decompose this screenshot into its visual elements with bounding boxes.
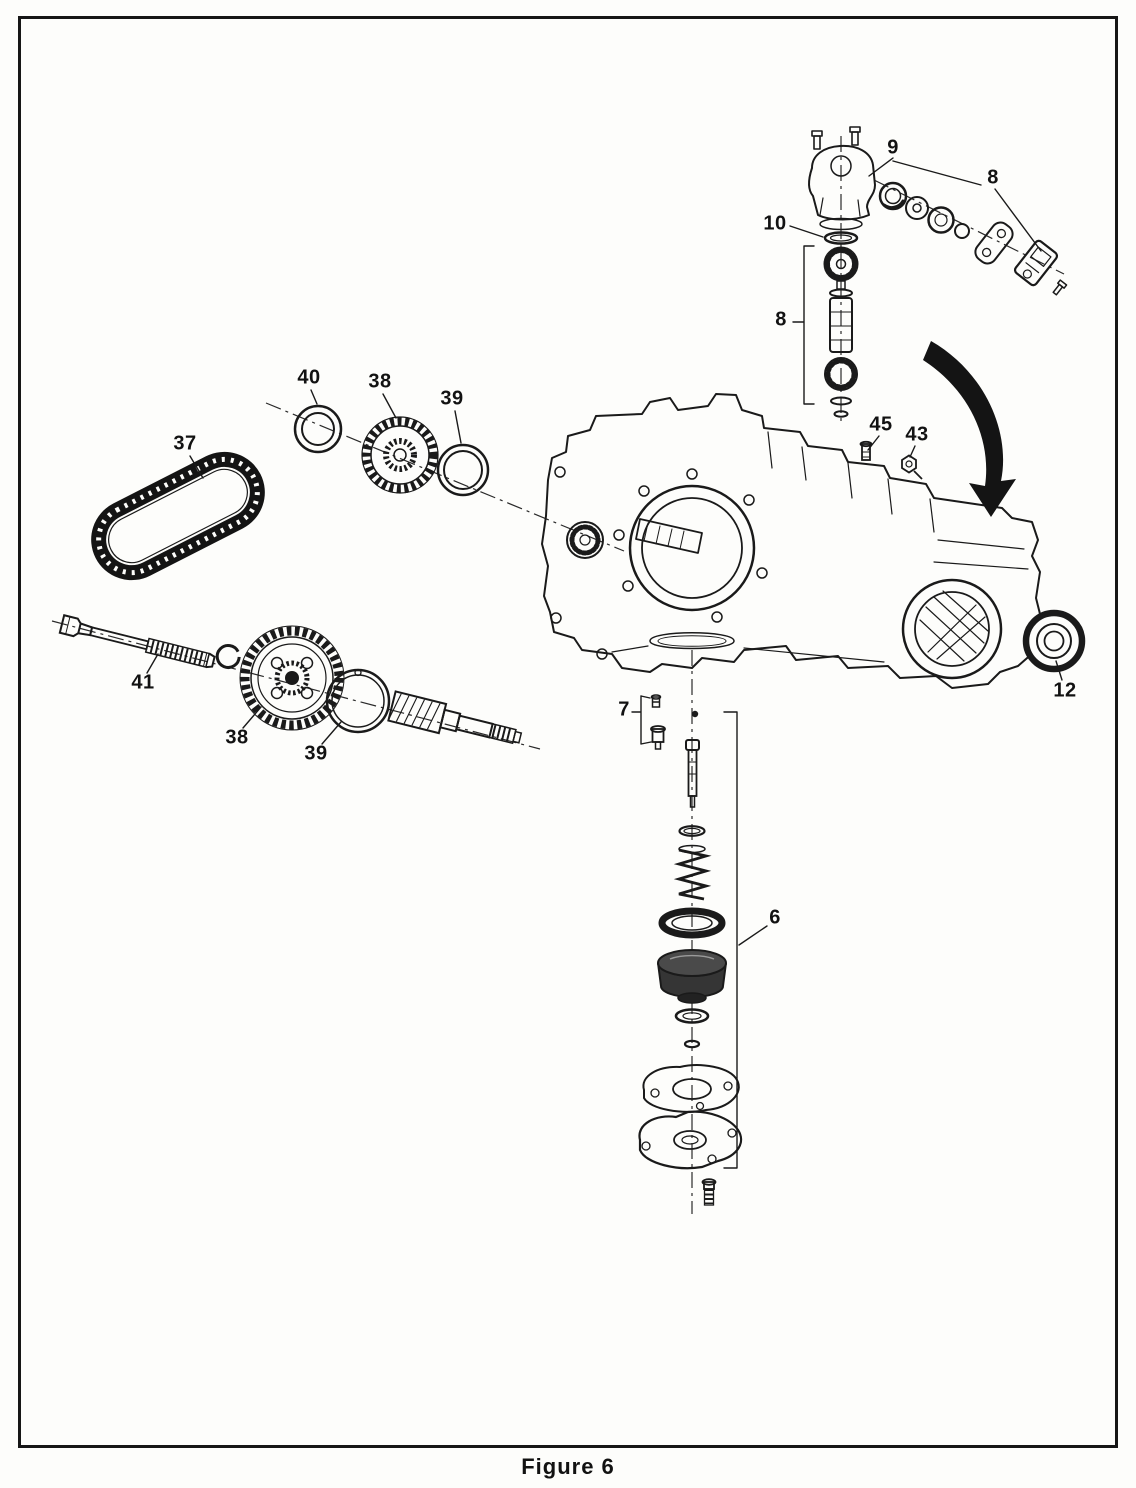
small-ring: [678, 825, 706, 837]
servo-gasket: [642, 1064, 740, 1113]
servo-washer: [674, 1008, 710, 1024]
centerlines: [51, 136, 1065, 1214]
plate-39-lower: [325, 668, 391, 734]
page-border: [18, 16, 1118, 1448]
differential-opening: [901, 578, 1003, 680]
seal-12: [1022, 609, 1086, 673]
upper-gear-group: [293, 404, 490, 497]
bell-bore: [628, 484, 756, 612]
tiny-ring: [683, 1039, 701, 1049]
input-hub: [566, 521, 604, 559]
speedo-parts-row-8: [878, 181, 1068, 296]
governor-cover-9: [808, 126, 876, 221]
small-screw: [1052, 279, 1068, 296]
cover-flange: [819, 217, 863, 231]
transaxle-case: [541, 393, 1043, 689]
sprocket-38-lower: [239, 625, 345, 731]
lower-shaft-group: [58, 614, 523, 745]
governor-gear: [823, 246, 859, 290]
servo-piston: [657, 949, 727, 1004]
servo-seal-ring: [658, 907, 726, 939]
sprocket-38-upper: [361, 416, 439, 494]
pan-opening: [649, 632, 735, 650]
servo-cover: [638, 1110, 743, 1170]
bleed-bolt-7a: [650, 694, 662, 708]
cover-bolt: [811, 130, 823, 150]
splined-stub: [635, 518, 703, 554]
gasket: [974, 221, 1014, 265]
cover-bolt: [849, 126, 861, 146]
governor-assembly: [808, 126, 1068, 418]
servo-spring: [673, 844, 712, 901]
flange-bolt-holes: [550, 466, 768, 660]
bolt-45: [859, 440, 873, 461]
snap-ring: [215, 644, 241, 669]
switch-43: [901, 454, 923, 480]
valve-body: [1013, 239, 1059, 287]
rotation-arrow: [923, 341, 1016, 517]
output-shaft: [387, 690, 523, 745]
bleed-bolt-7b: [650, 725, 666, 750]
case-ribs: [611, 431, 1029, 663]
servo-assembly: [638, 694, 743, 1206]
governor-shaft-8: [824, 288, 858, 418]
servo-pin: [685, 739, 700, 808]
ring-39-upper: [436, 443, 490, 497]
check-ball: [691, 710, 699, 718]
cover-bolt-bottom: [701, 1178, 717, 1206]
leader-lines: [146, 157, 1063, 1169]
bolt-shaft-41: [58, 614, 216, 669]
seal-ring-40: [293, 404, 343, 454]
o-ring-10: [823, 231, 859, 245]
drive-chain-37: [91, 451, 265, 581]
figure-caption: Figure 6: [521, 1454, 615, 1479]
